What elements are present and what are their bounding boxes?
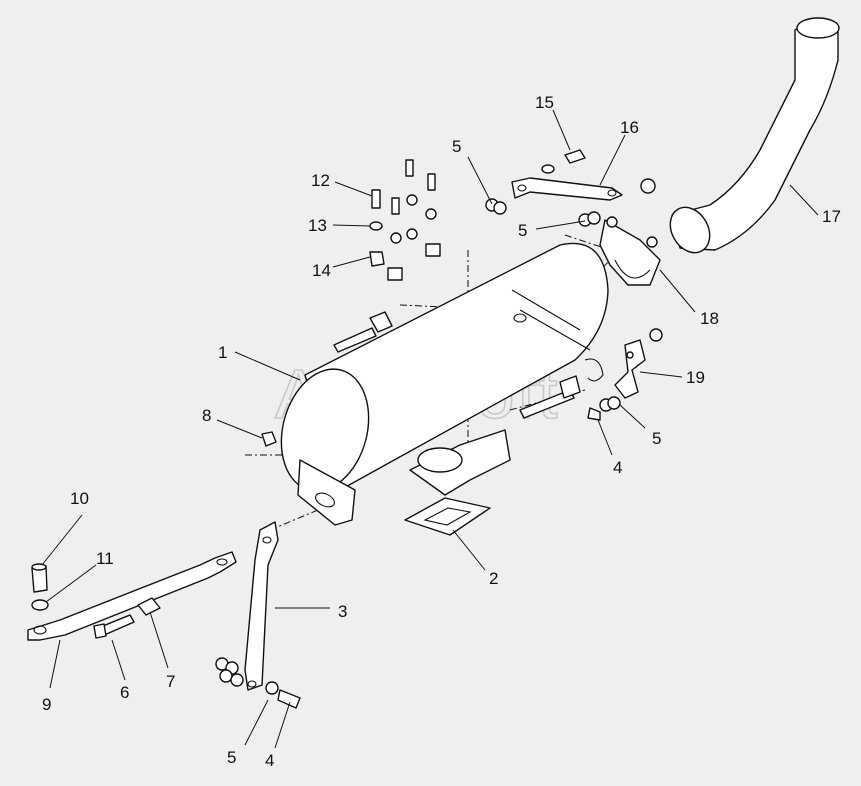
right-bracket: [614, 328, 663, 399]
upper-strap: [511, 177, 656, 201]
bolt-15: [541, 149, 586, 174]
callout-18: 18: [700, 309, 719, 328]
callout-14: 14: [312, 261, 331, 280]
inlet-pipe: [404, 429, 511, 536]
callout-8: 8: [202, 406, 211, 425]
callout-labels: 1 2 3 4 4 5 5 5 5 6 7 8 9 10 11 12 13 14…: [42, 93, 841, 770]
callout-13: 13: [308, 216, 327, 235]
callout-5-bottom: 5: [227, 748, 236, 767]
callout-11: 11: [96, 549, 114, 568]
pipe-clamp: [599, 216, 661, 286]
tail-pipe: [669, 17, 840, 254]
callout-16: 16: [620, 118, 639, 137]
muffler: [280, 242, 609, 492]
callout-19: 19: [686, 368, 705, 387]
callout-10: 10: [70, 489, 89, 508]
callout-17: 17: [822, 207, 841, 226]
nut-8: [261, 431, 277, 447]
callout-4-right: 4: [613, 458, 622, 477]
callout-15: 15: [535, 93, 554, 112]
left-stay: [27, 551, 237, 641]
callout-1: 1: [218, 343, 227, 362]
right-bolt: [519, 375, 621, 421]
callout-3: 3: [338, 602, 347, 621]
callout-5-upper: 5: [452, 137, 461, 156]
callout-4-bottom: 4: [265, 751, 274, 770]
muffler-bracket: [297, 459, 356, 526]
callout-7: 7: [166, 672, 175, 691]
callout-6: 6: [120, 683, 129, 702]
callout-2: 2: [489, 569, 498, 588]
callout-9: 9: [42, 695, 51, 714]
upper-washers: [485, 198, 601, 227]
callout-5-right: 5: [652, 429, 661, 448]
support-bracket: [215, 521, 301, 709]
callout-5-clamp: 5: [518, 221, 527, 240]
fastener-group: [333, 159, 441, 353]
leader-lines: [41, 109, 819, 749]
bolt-10: [31, 563, 49, 611]
callout-12: 12: [311, 171, 330, 190]
bolt-6: [93, 597, 161, 639]
